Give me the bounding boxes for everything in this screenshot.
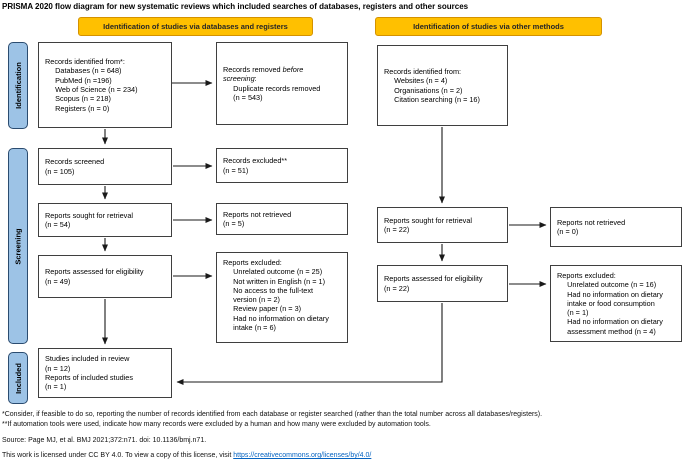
box-line: (n = 12) xyxy=(45,363,71,373)
box-line: (n = 22) xyxy=(384,283,410,293)
box-line: Records excluded** xyxy=(223,156,288,166)
stage-label-included: Included xyxy=(8,352,28,404)
box-line: Records identified from*: xyxy=(45,57,125,67)
box-line: Records screened xyxy=(45,157,105,167)
box-reports-excluded-databases: Reports excluded: Unrelated outcome (n =… xyxy=(216,252,348,343)
box-line: (n = 51) xyxy=(223,165,249,175)
box-line: Reports not retrieved xyxy=(223,209,292,219)
box-line: Reports of included studies xyxy=(45,373,134,382)
page-title: PRISMA 2020 flow diagram for new systema… xyxy=(2,2,469,11)
footnote-asterisk: *Consider, if feasible to do so, reporti… xyxy=(2,411,543,418)
box-line: Records removed before xyxy=(223,64,304,74)
box-line: (n = 1) xyxy=(45,382,67,392)
box-line: Organisations (n = 2) xyxy=(384,85,463,95)
box-reports-assessed-other: Reports assessed for eligibility(n = 22) xyxy=(377,265,508,302)
box-line: Citation searching (n = 16) xyxy=(384,94,480,104)
box-line: (n = 0) xyxy=(557,227,579,236)
footnote-double-asterisk: **If automation tools were used, indicat… xyxy=(2,421,431,428)
box-line: Records identified from: xyxy=(384,66,462,76)
box-line: intake or food consumption xyxy=(557,298,655,308)
box-line: (n = 105) xyxy=(45,166,75,176)
box-line: Not written in English (n = 1) xyxy=(223,276,325,286)
box-line: Studies included in review xyxy=(45,354,130,364)
box-line: (n = 543) xyxy=(223,92,263,102)
box-reports-excluded-other: Reports excluded: Unrelated outcome (n =… xyxy=(550,265,682,342)
box-line: (n = 5) xyxy=(223,219,245,228)
box-line: Reports sought for retrieval xyxy=(45,210,134,220)
box-line: Unrelated outcome (n = 16) xyxy=(557,280,657,290)
box-line: Registers (n = 0) xyxy=(45,103,110,113)
box-line: Web of Science (n = 234) xyxy=(45,85,138,94)
box-line: Websites (n = 4) xyxy=(384,76,448,86)
box-records-screened: Records screened(n = 105) xyxy=(38,148,172,185)
license-line: This work is licensed under CC BY 4.0. T… xyxy=(2,452,372,459)
license-link[interactable]: https://creativecommons.org/licenses/by/… xyxy=(233,452,372,459)
box-line: Reports excluded: xyxy=(557,271,616,280)
box-records-identified-other: Records identified from: Websites (n = 4… xyxy=(377,45,508,126)
box-line: Unrelated outcome (n = 25) xyxy=(223,267,323,277)
box-line: version (n = 2) xyxy=(223,295,280,305)
box-reports-not-retrieved-other: Reports not retrieved(n = 0) xyxy=(550,207,682,247)
stage-label-identification: Identification xyxy=(8,42,28,129)
box-records-identified-databases: Records identified from*: Databases (n =… xyxy=(38,42,172,128)
box-line: No access to the full-text xyxy=(223,285,314,295)
column-header-other-methods: Identification of studies via other meth… xyxy=(375,17,602,36)
box-line: (n = 1) xyxy=(557,308,589,318)
box-line: (n = 49) xyxy=(45,276,71,286)
box-reports-assessed-databases: Reports assessed for eligibility(n = 49) xyxy=(38,255,172,298)
box-line: Had no information on dietary xyxy=(557,317,663,327)
box-line: Reports assessed for eligibility xyxy=(384,274,483,284)
box-line: PubMed (n =196) xyxy=(45,75,112,85)
box-line: (n = 54) xyxy=(45,220,71,229)
box-records-removed: Records removed before screening: Duplic… xyxy=(216,42,348,125)
box-reports-sought-databases: Reports sought for retrieval(n = 54) xyxy=(38,203,172,237)
box-line: Scopus (n = 218) xyxy=(45,94,111,104)
box-line: Databases (n = 648) xyxy=(45,66,122,76)
box-line: (n = 22) xyxy=(384,225,410,234)
box-line: Reports excluded: xyxy=(223,258,282,267)
box-line: Review paper (n = 3) xyxy=(223,304,302,314)
box-line: Had no information on dietary xyxy=(223,313,329,323)
stage-label-screening: Screening xyxy=(8,148,28,344)
box-line: Reports sought for retrieval xyxy=(384,215,473,225)
box-reports-sought-other: Reports sought for retrieval(n = 22) xyxy=(377,207,508,243)
box-reports-not-retrieved-databases: Reports not retrieved(n = 5) xyxy=(216,203,348,235)
box-line: Had no information on dietary xyxy=(557,289,663,299)
box-studies-included: Studies included in review(n = 12)Report… xyxy=(38,348,172,398)
box-line: screening: xyxy=(223,74,257,84)
source-citation: Source: Page MJ, et al. BMJ 2021;372:n71… xyxy=(2,437,207,444)
column-header-databases-registers: Identification of studies via databases … xyxy=(78,17,313,36)
box-line: Reports not retrieved xyxy=(557,217,626,227)
box-line: intake (n = 6) xyxy=(223,323,276,333)
box-line: assessment method (n = 4) xyxy=(557,326,656,336)
box-line: Reports assessed for eligibility xyxy=(45,267,144,277)
box-records-excluded: Records excluded**(n = 51) xyxy=(216,148,348,183)
box-line: Duplicate records removed xyxy=(223,83,321,93)
